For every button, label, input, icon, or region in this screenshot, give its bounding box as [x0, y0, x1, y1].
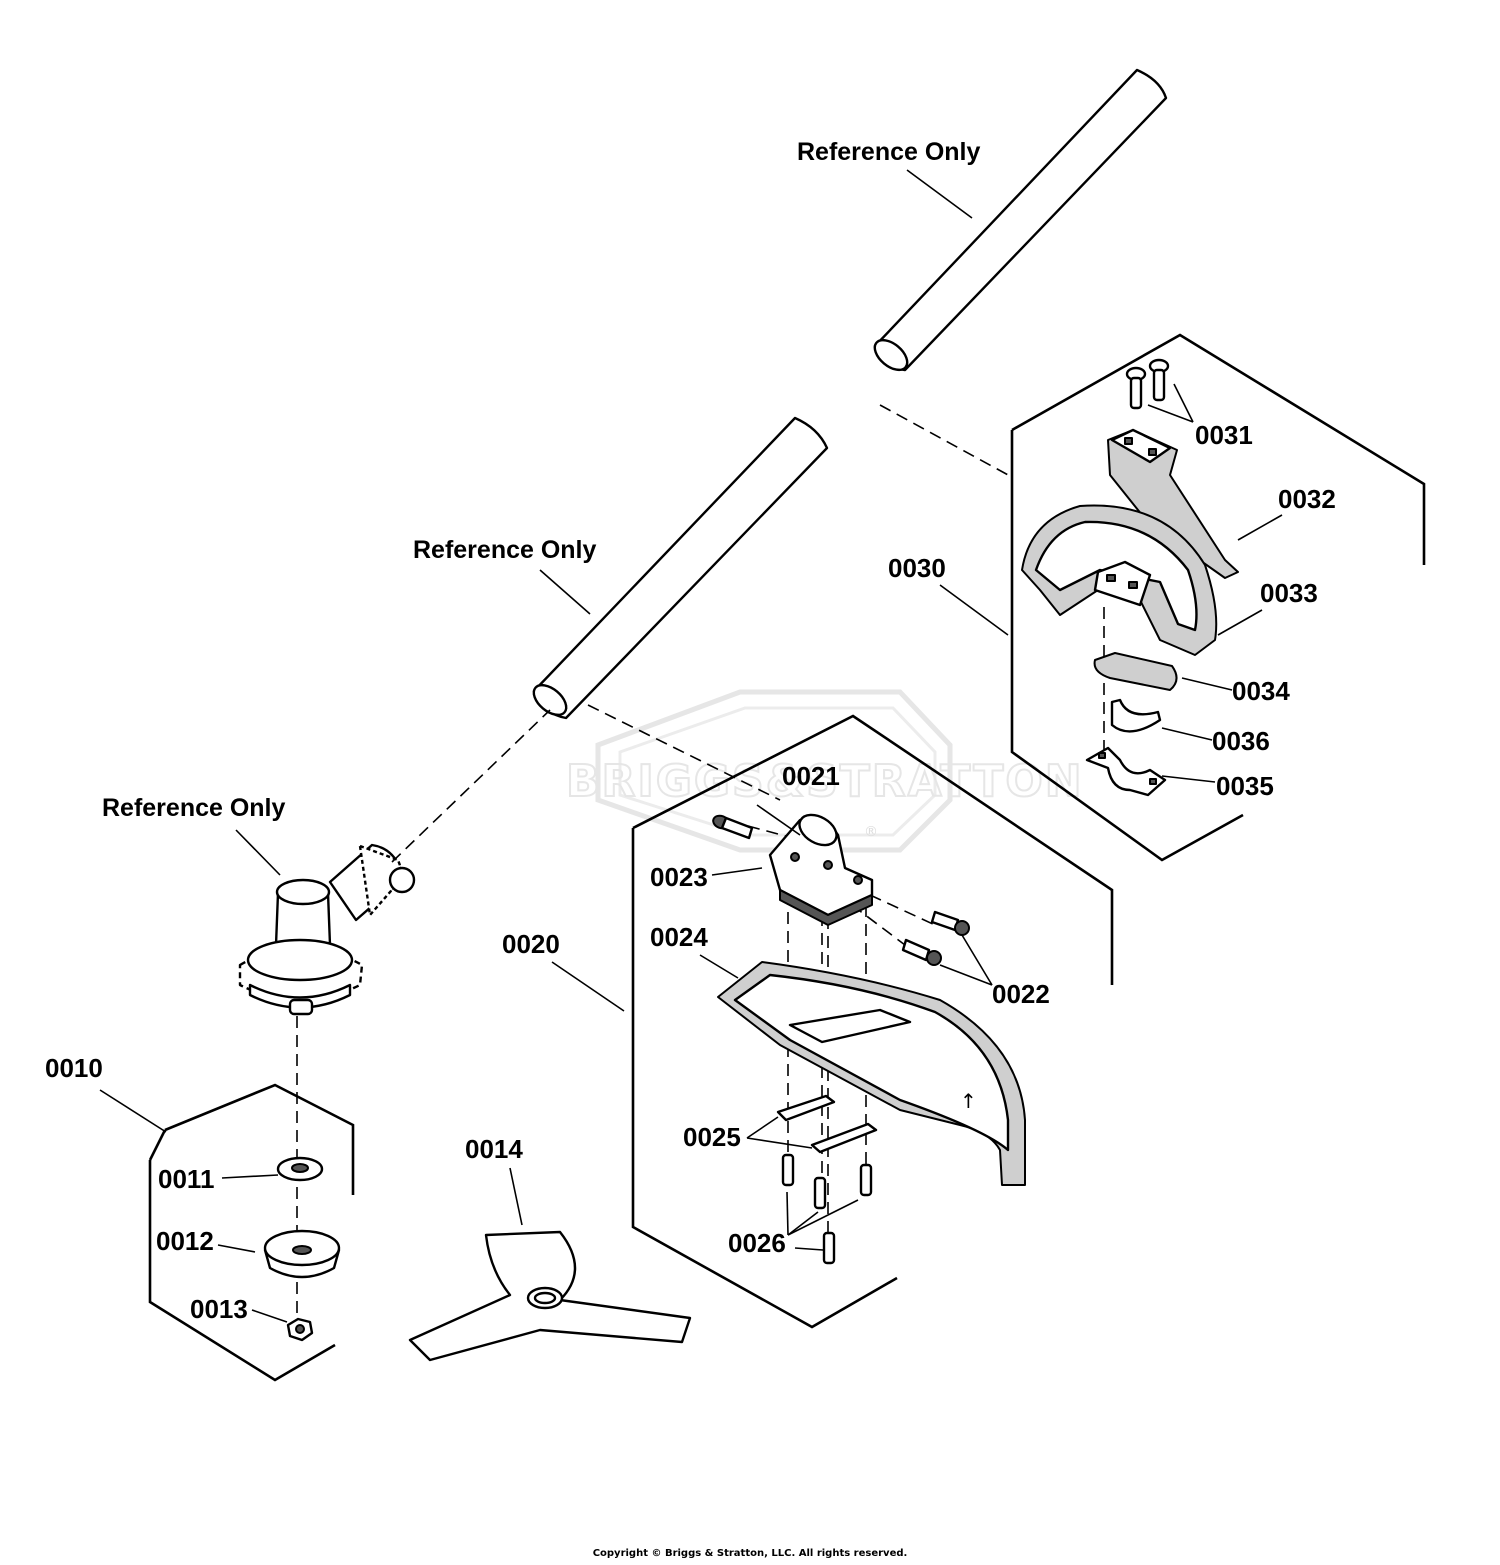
part-0011-washer [276, 1156, 324, 1182]
part-label-0012: 0012 [156, 1226, 214, 1256]
part-0021-bolt [712, 814, 754, 840]
part-label-0023: 0023 [650, 862, 708, 892]
part-0035-clamp [1085, 746, 1167, 797]
reference-only-label-upper: Reference Only [797, 138, 981, 166]
part-label-0035: 0035 [1216, 771, 1274, 801]
upper-shaft-tube [873, 68, 1168, 372]
part-label-0032: 0032 [1278, 484, 1336, 514]
part-label-0024: 0024 [650, 922, 708, 952]
part-label-0033: 0033 [1260, 578, 1318, 608]
watermark-text: BRIGGS&STRATTON [566, 756, 1084, 807]
part-label-0034: 0034 [1232, 676, 1290, 706]
kit-box-0020-lower [631, 828, 898, 1329]
guard-direction-arrow-icon: ↑ [960, 1089, 977, 1113]
lower-shaft-tube [532, 416, 829, 720]
part-label-0031: 0031 [1195, 420, 1253, 450]
part-0034-pad [1093, 652, 1178, 691]
part-0024-guard: ↑ [717, 961, 1026, 1186]
part-label-0030: 0030 [888, 553, 946, 583]
copyright-notice: Copyright © Briggs & Stratton, LLC. All … [592, 1548, 908, 1559]
part-label-0021: 0021 [782, 761, 840, 791]
brand-watermark: BRIGGS&STRATTON ® [565, 689, 1084, 853]
kit-box-0020 [632, 714, 1114, 985]
leader-lines [99, 169, 1283, 1323]
part-label-0036: 0036 [1212, 726, 1270, 756]
part-0014-blade [408, 1230, 692, 1362]
watermark-registered-mark: ® [864, 824, 878, 840]
part-0012-cup [263, 1229, 341, 1279]
kit-box-0010 [164, 1083, 355, 1195]
kit-box-0010-lower [148, 1160, 336, 1382]
reference-only-label-gearhead: Reference Only [102, 794, 286, 822]
kit-box-0030-lower [1010, 430, 1244, 862]
part-label-0020: 0020 [502, 929, 560, 959]
part-0026-screws [781, 1153, 873, 1265]
part-0022-bolts [901, 910, 970, 966]
part-label-0010: 0010 [45, 1053, 103, 1083]
part-label-0014: 0014 [465, 1134, 523, 1164]
part-label-0026: 0026 [728, 1228, 786, 1258]
part-0032-bracket [1107, 428, 1239, 579]
part-0025-plates [776, 1094, 878, 1154]
part-0023-clamp [768, 813, 874, 926]
part-0013-nut [286, 1317, 314, 1342]
part-0033-guard-mount [1021, 504, 1218, 656]
part-0036-cushion [1110, 698, 1162, 733]
part-label-0022: 0022 [992, 979, 1050, 1009]
reference-only-label-middle: Reference Only [413, 536, 597, 564]
part-label-0025: 0025 [683, 1122, 741, 1152]
part-label-0013: 0013 [190, 1294, 248, 1324]
part-0031-screws [1125, 358, 1170, 410]
kit-box-0030 [1011, 333, 1426, 565]
part-label-0011: 0011 [158, 1164, 214, 1194]
gearhead [238, 843, 416, 1016]
